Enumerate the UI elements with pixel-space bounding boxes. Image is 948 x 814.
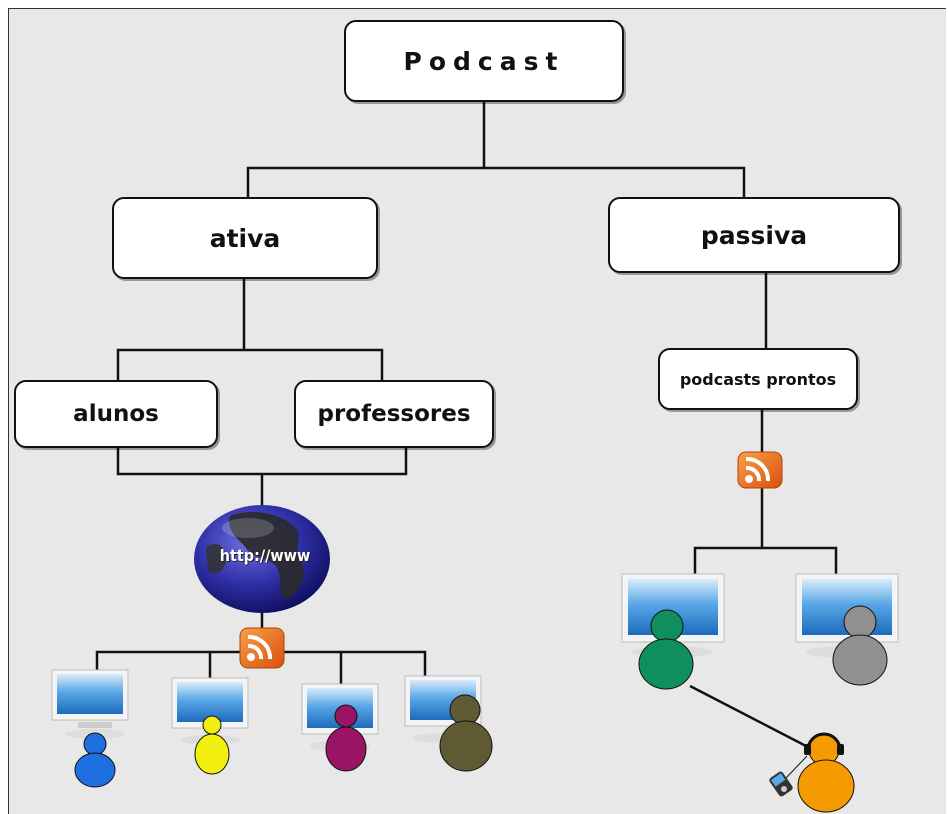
computer-monitor-icon-1 <box>51 669 129 739</box>
connector-listener <box>689 684 807 748</box>
node-ativa: ativa <box>112 197 378 279</box>
connector-merge <box>116 448 408 476</box>
connector-ativa-branch <box>116 348 384 380</box>
connector-root-branch <box>246 166 746 197</box>
person-icon-purple <box>325 704 367 772</box>
node-professores: professores <box>294 380 494 448</box>
person-icon-gray <box>832 605 888 686</box>
person-icon-olive <box>439 694 493 772</box>
person-icon-listener <box>797 734 855 813</box>
person-icon-green <box>638 609 694 690</box>
node-passiva: passiva <box>608 197 900 273</box>
mp3-player-icon <box>769 771 793 797</box>
person-icon-yellow <box>194 715 230 775</box>
rss-feed-icon-right <box>737 451 783 489</box>
headphones-icon <box>785 732 844 779</box>
rss-feed-icon-left <box>239 627 285 669</box>
globe-icon <box>194 505 330 613</box>
node-podcast: Podcast <box>344 20 624 102</box>
connector-right-branch <box>693 546 838 574</box>
node-alunos: alunos <box>14 380 218 448</box>
node-podcasts-prontos: podcasts prontos <box>658 348 858 410</box>
globe-url-text: http://www <box>219 546 311 565</box>
person-icon-blue <box>74 732 116 788</box>
